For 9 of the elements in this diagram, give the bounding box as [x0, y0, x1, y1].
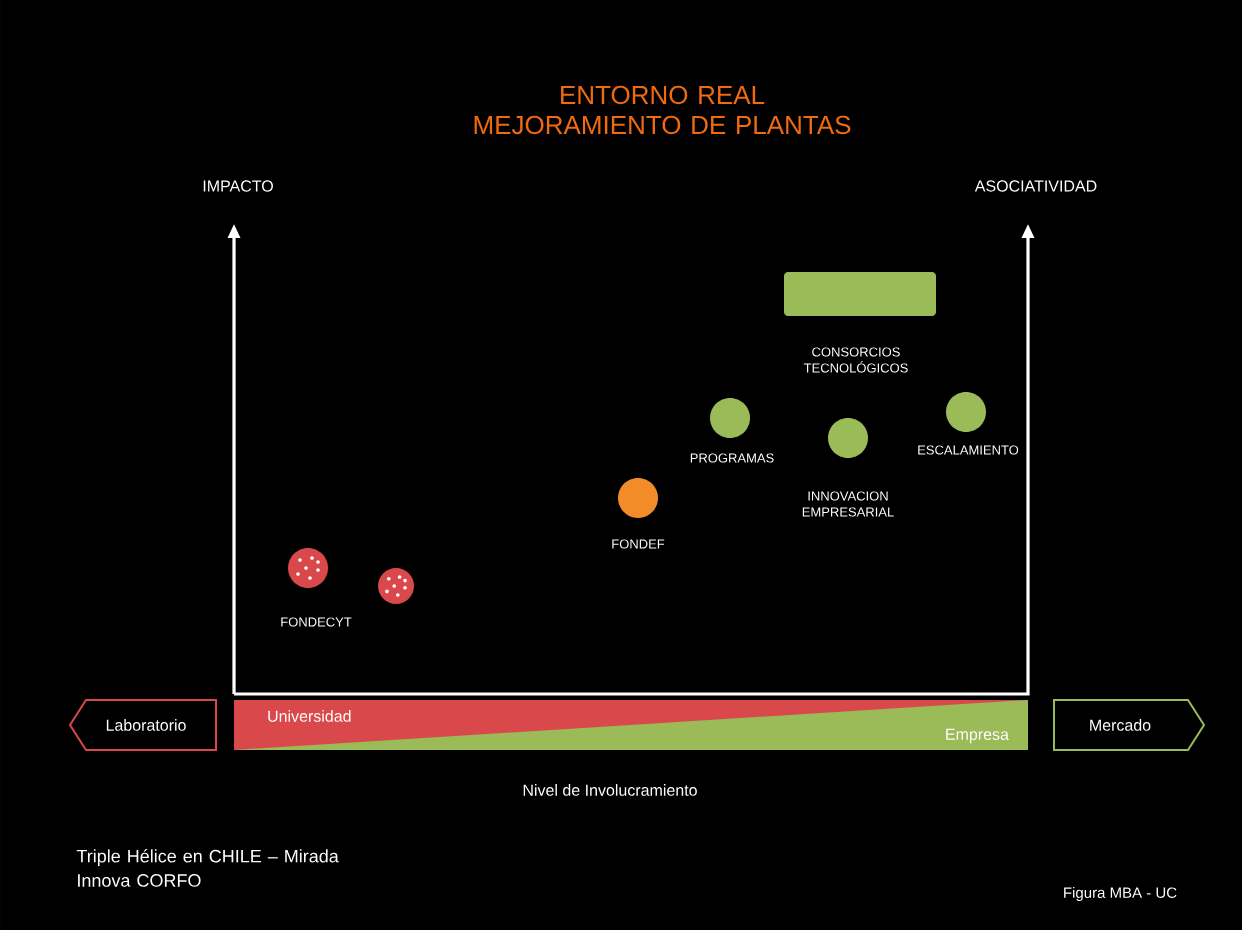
text-label: IMPACTO: [203, 180, 273, 192]
gradient-bar: Universidad Empresa: [234, 700, 1028, 750]
dot-marker: [378, 568, 414, 604]
arrow-box: Mercado: [1053, 699, 1206, 751]
text-label: ASOCIATIVIDAD: [974, 180, 1097, 192]
title: ENTORNO REAL MEJORAMIENTO DE PLANTAS: [474, 85, 851, 135]
text-label: Nivel de Involucramiento: [523, 784, 697, 796]
arrow-box: Laboratorio: [68, 699, 217, 751]
text-label: Triple Hélice en CHILE – Mirada Innova CORFO: [76, 849, 339, 887]
